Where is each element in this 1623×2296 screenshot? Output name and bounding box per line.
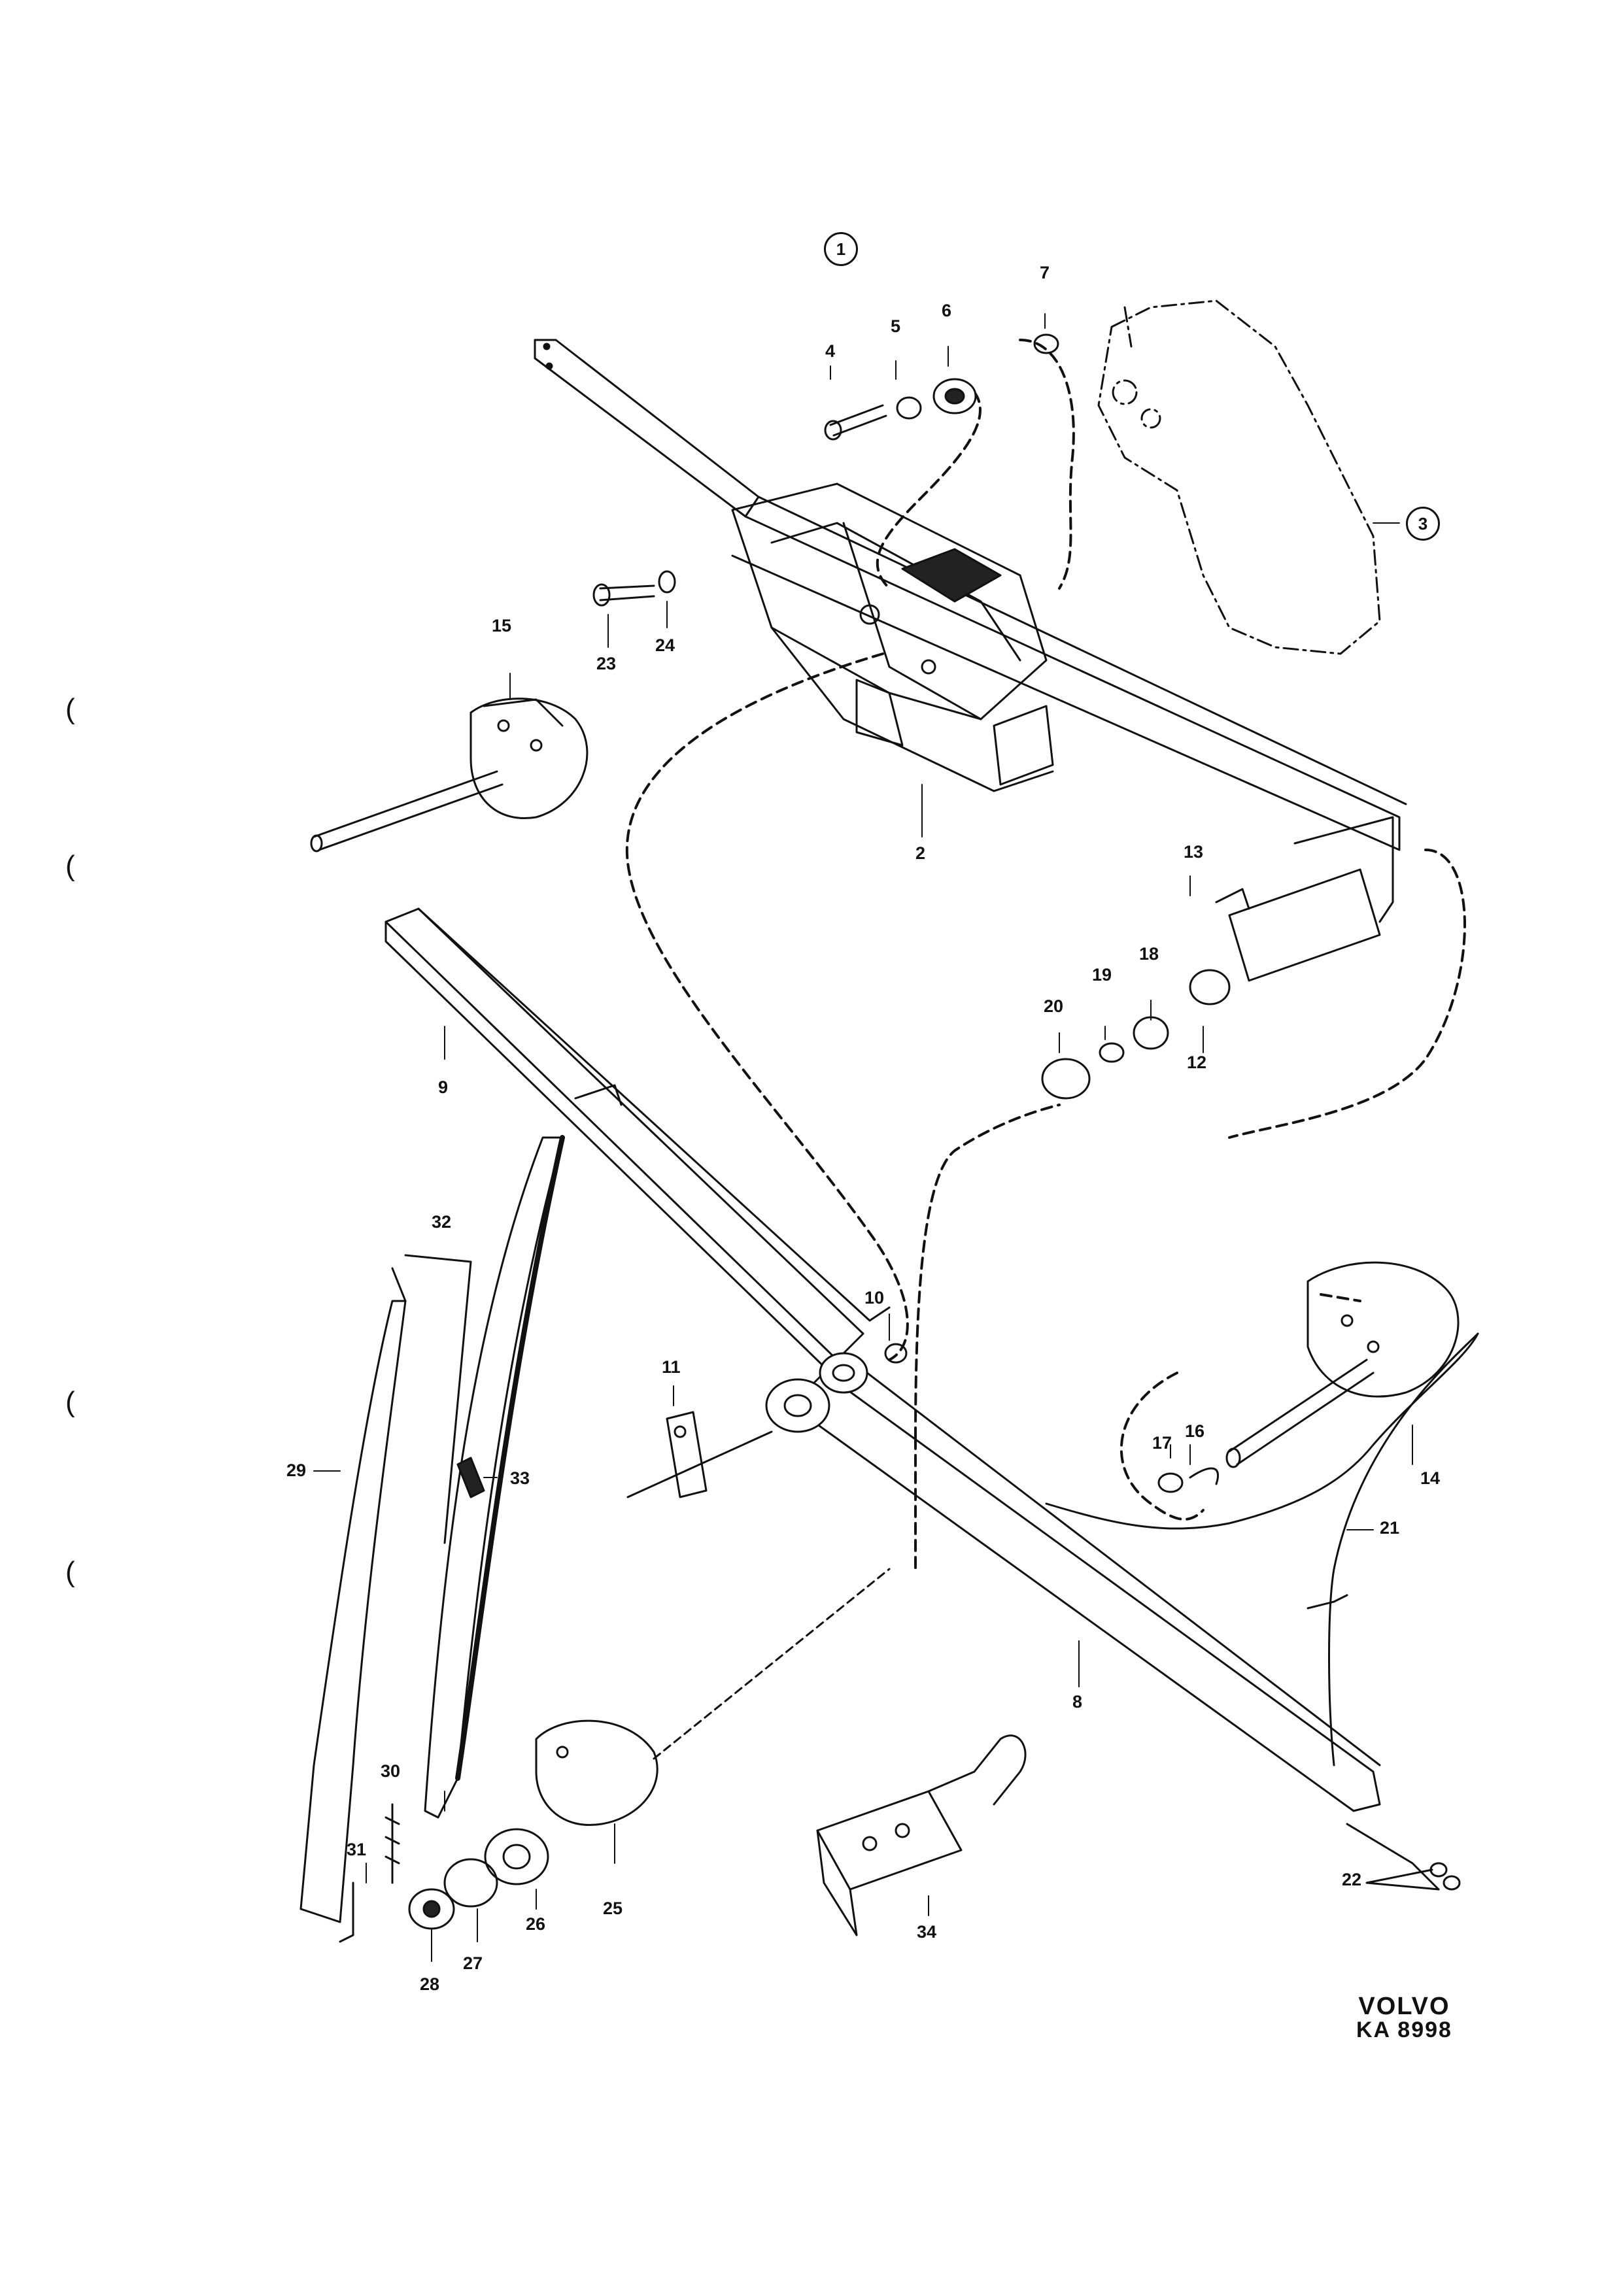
wiper-hub-parts: [339, 1568, 891, 1943]
callout-14: 14: [1420, 1468, 1441, 1488]
linkage-frame: [534, 339, 1407, 923]
retaining-clip: [626, 1411, 773, 1498]
wiper-spindle-left: [310, 698, 589, 853]
callout-34: 34: [917, 1922, 937, 1942]
callout-29: 29: [286, 1460, 307, 1480]
callout-22: 22: [1342, 1870, 1362, 1889]
callout-33: 33: [510, 1468, 530, 1488]
callout-10: 10: [864, 1288, 885, 1308]
callout-9: 9: [438, 1077, 449, 1097]
callout-8: 8: [1072, 1692, 1083, 1712]
callout-26: 26: [526, 1914, 546, 1934]
sheet-code: KA 8998: [1356, 2017, 1452, 2042]
drive-rods: [384, 907, 1381, 1812]
spacer-stack: [1041, 868, 1381, 1100]
callout-30: 30: [381, 1761, 401, 1781]
callout-20: 20: [1044, 996, 1064, 1016]
callout-23: 23: [596, 654, 617, 673]
group-ref-1: 1: [824, 232, 858, 266]
callout-13: 13: [1184, 842, 1204, 862]
callout-25: 25: [603, 1899, 623, 1918]
callout-6: 6: [942, 301, 952, 320]
callout-2: 2: [915, 843, 926, 863]
bowden-cable: [1045, 1332, 1479, 1891]
callout-leaders: [313, 313, 1413, 1962]
callout-12: 12: [1187, 1053, 1207, 1072]
brand-name: VOLVO: [1358, 1993, 1450, 2020]
callout-11: 11: [662, 1357, 681, 1377]
callout-18: 18: [1139, 944, 1159, 964]
mounting-bracket: [731, 482, 1054, 792]
bolt-and-washer-side: [592, 570, 676, 607]
wiper-arm: [299, 1254, 472, 1923]
callout-4: 4: [825, 341, 836, 361]
bolt-and-washers-top: [824, 333, 1059, 441]
assembly-leaders: [625, 339, 1466, 1570]
wiper-spindle-right: [1157, 1261, 1460, 1493]
callout-24: 24: [655, 635, 675, 655]
motor-ghost: [1097, 299, 1381, 655]
callout-32: 32: [432, 1212, 452, 1232]
callout-31: 31: [347, 1840, 367, 1859]
callout-27: 27: [463, 1953, 483, 1973]
callout-16: 16: [1185, 1421, 1205, 1441]
callout-17: 17: [1152, 1433, 1172, 1453]
callout-28: 28: [420, 1974, 440, 1994]
callout-19: 19: [1092, 965, 1112, 985]
callout-5: 5: [891, 316, 901, 336]
callout-21: 21: [1380, 1518, 1400, 1538]
wiper-blade: [424, 1135, 565, 1819]
callout-7: 7: [1040, 263, 1050, 282]
cable-nuts: [1365, 1862, 1461, 1891]
wiper-switch: [816, 1734, 1027, 1936]
callout-15: 15: [492, 616, 512, 635]
brand-block: VOLVO KA 8998: [1356, 1994, 1452, 2041]
group-ref-3: 3: [1406, 507, 1440, 541]
